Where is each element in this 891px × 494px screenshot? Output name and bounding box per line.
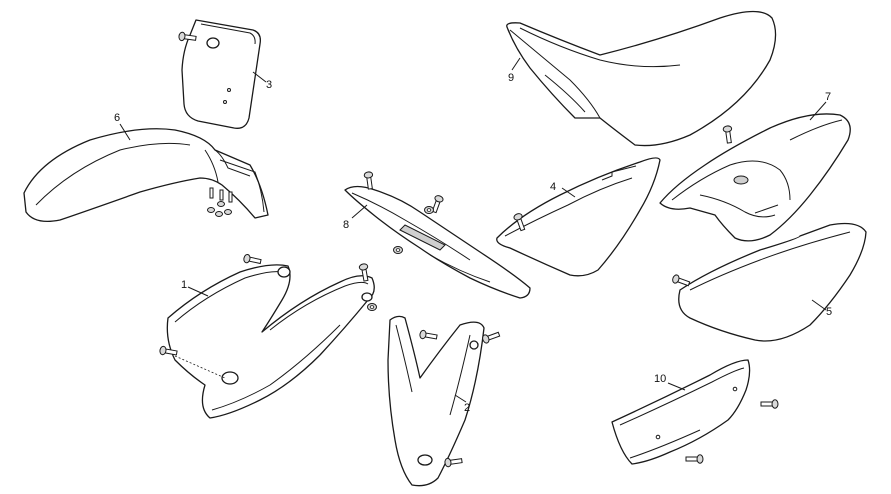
part-7-rear-fender: 7 [659,91,851,242]
bolt-icon [418,329,438,342]
bolt-icon [722,124,735,144]
part-4-side-cover: 4 [496,157,661,277]
part-1-radiator-shroud: 1 [158,253,377,419]
callout-4: 4 [550,181,556,193]
part-9-seat: 9 [506,10,777,147]
bolt-icon [671,273,691,289]
part-8-tank-cover: 8 [343,170,531,299]
callout-6: 6 [114,112,120,124]
fender-screws [207,187,233,217]
nut-icon [367,303,377,311]
nut-icon [424,206,434,214]
part-6-front-fender: 6 [23,112,269,223]
callout-8: 8 [343,219,349,231]
bolt-icon [443,455,463,468]
part-3-number-plate: 3 [177,19,272,129]
bolt-icon [760,399,779,409]
nut-icon [393,246,403,254]
callout-1: 1 [181,279,187,291]
callout-3: 3 [266,79,272,91]
bolt-icon [242,253,263,267]
bolt-icon [685,454,704,464]
callout-7: 7 [825,91,831,103]
bolt-icon [481,329,501,345]
callout-2: 2 [464,402,470,414]
part-2-lower-shroud: 2 [387,315,501,487]
part-10-guard-plate: 10 [611,359,779,465]
callout-9: 9 [508,72,514,84]
part-5-side-cover: 5 [671,222,867,342]
callout-5: 5 [826,306,832,318]
callout-10: 10 [654,373,666,385]
